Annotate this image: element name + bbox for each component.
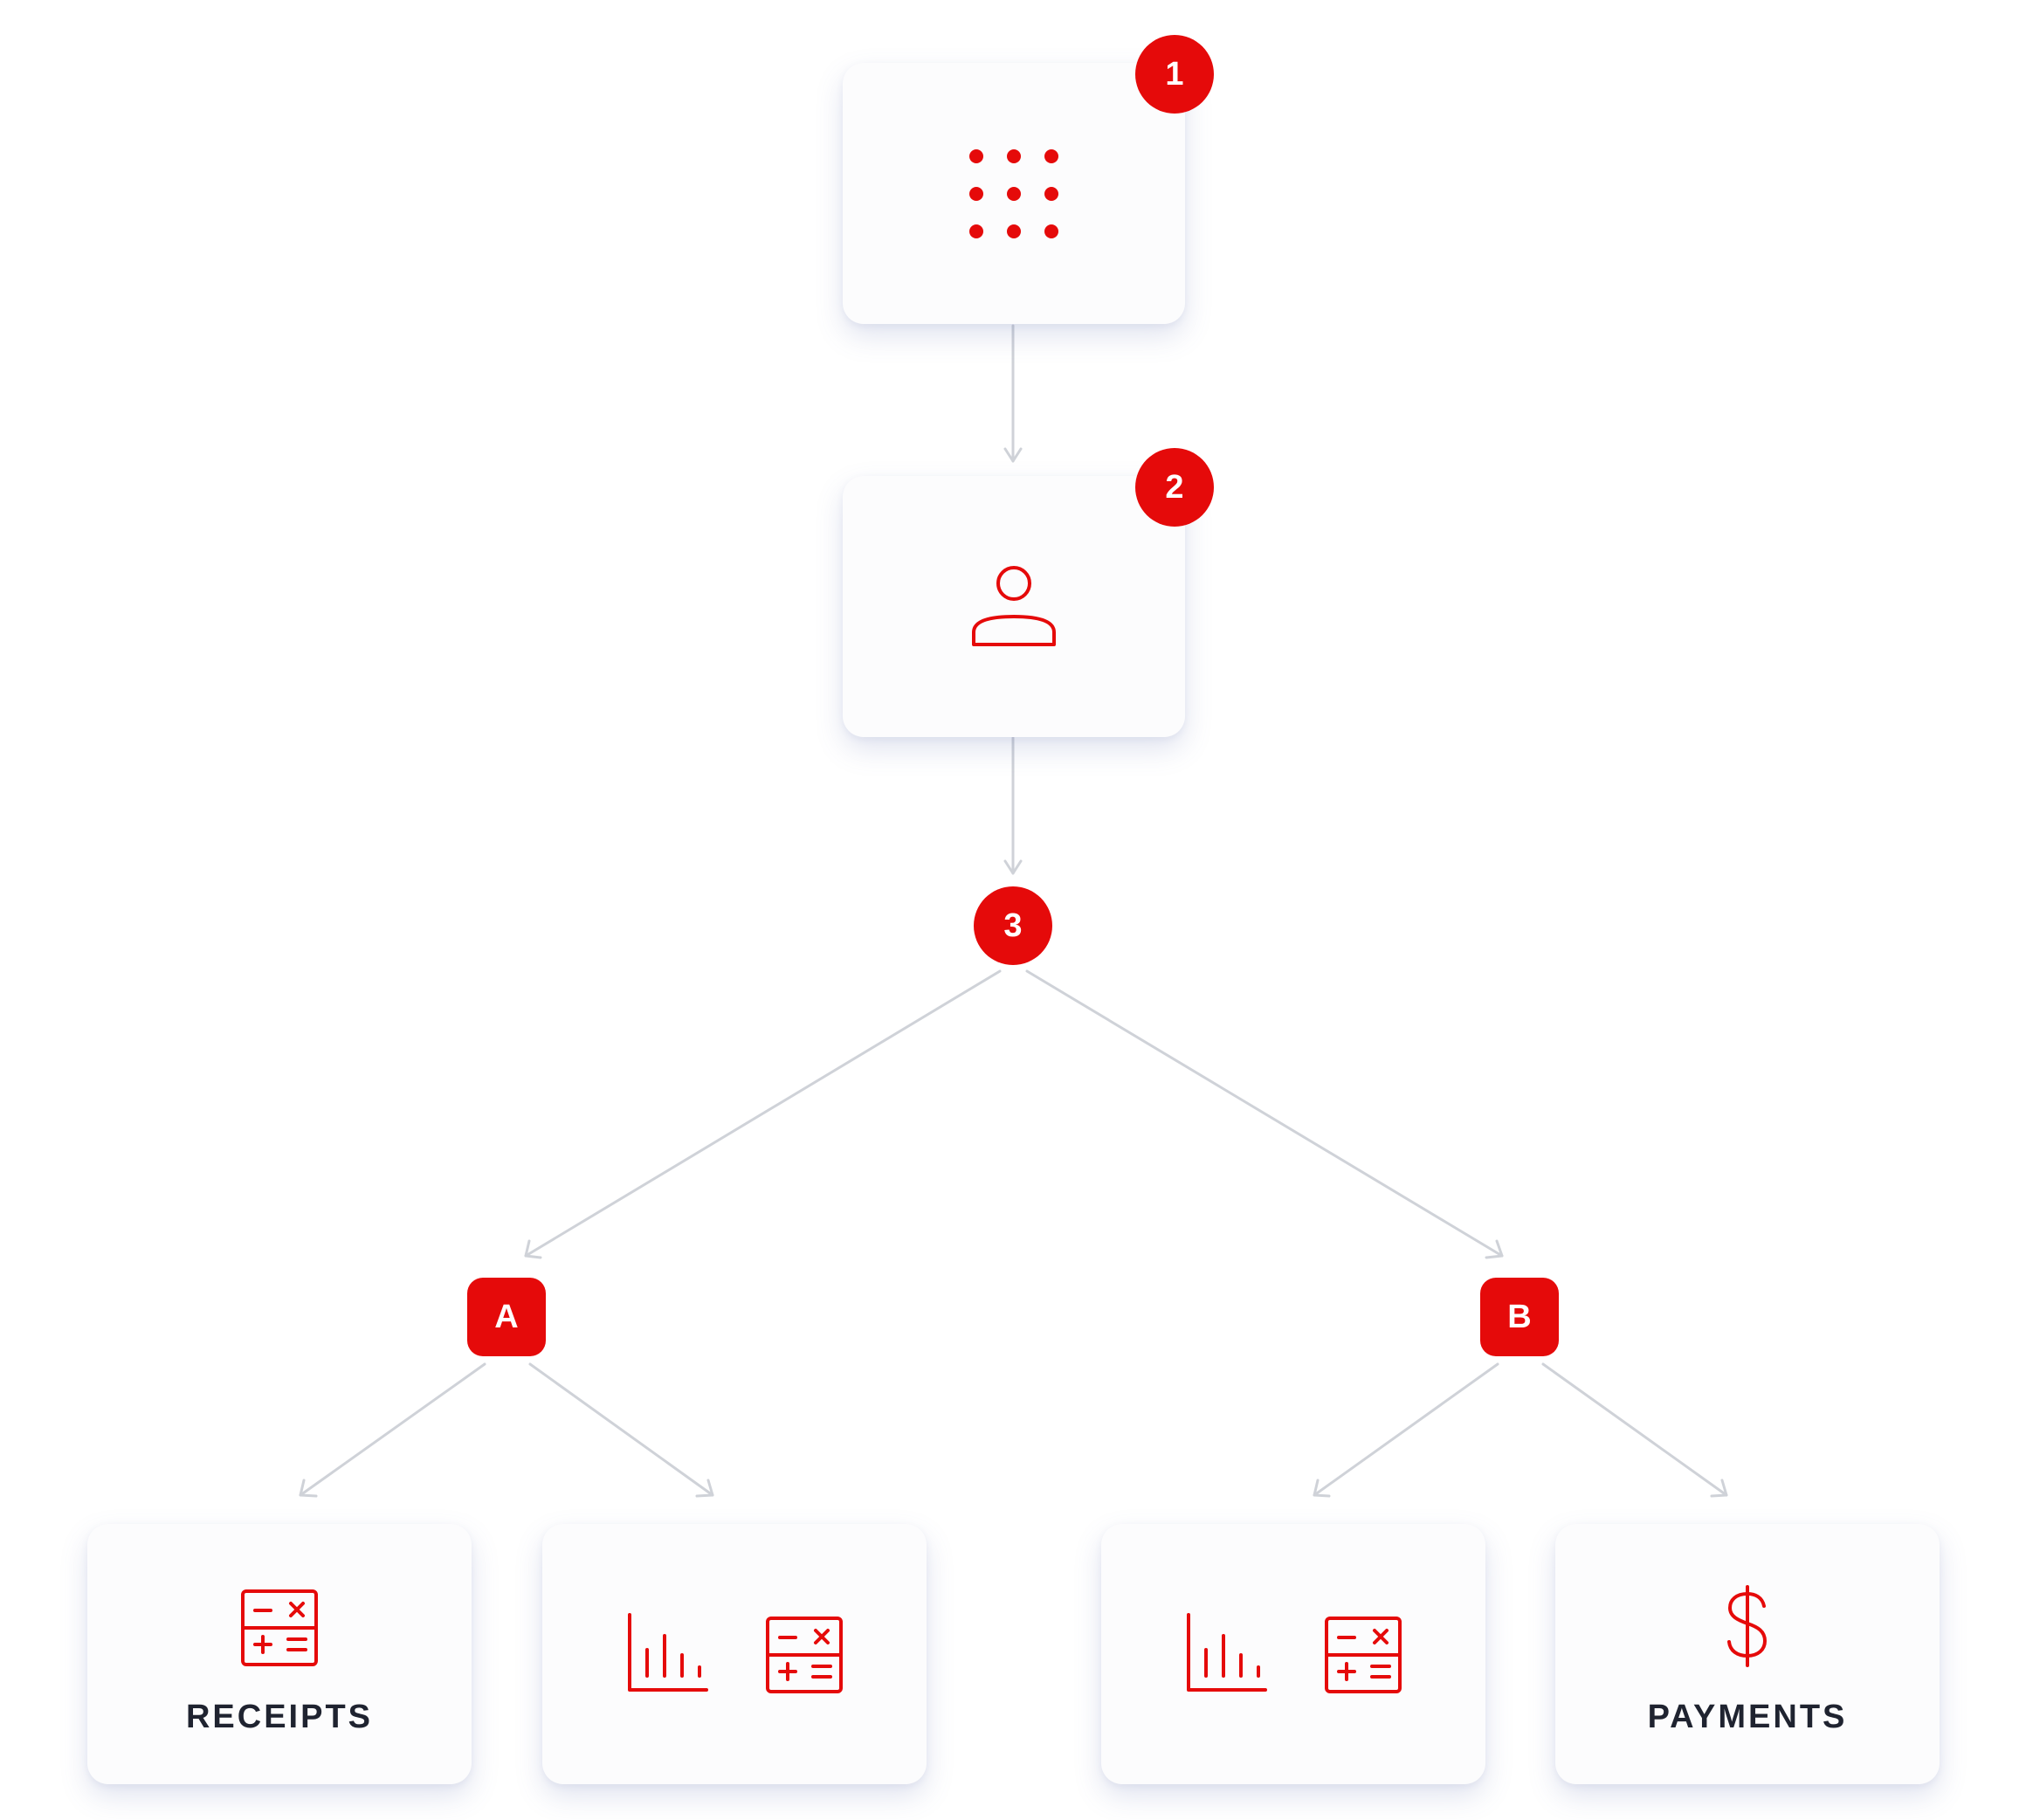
user-icon — [972, 566, 1056, 646]
calculator-icon — [766, 1617, 843, 1693]
branch-a-analytics-card — [542, 1524, 927, 1784]
branch-a-badge: A — [467, 1278, 546, 1356]
receipts-label: RECEIPTS — [185, 1699, 374, 1735]
receipts-card: RECEIPTS — [87, 1524, 472, 1784]
step-1-badge: 1 — [1135, 35, 1214, 114]
dollar-icon — [1727, 1585, 1767, 1667]
step-3-badge: 3 — [974, 886, 1052, 965]
step-2-card — [843, 476, 1185, 737]
bar-chart-icon — [1187, 1613, 1267, 1692]
payments-label: PAYMENTS — [1647, 1699, 1848, 1735]
step-2-badge: 2 — [1135, 448, 1214, 527]
grid-dots-icon — [969, 149, 1058, 238]
bar-chart-icon — [628, 1613, 708, 1692]
branch-b-analytics-card — [1101, 1524, 1485, 1784]
branch-b-badge: B — [1480, 1278, 1559, 1356]
calculator-icon — [1325, 1617, 1402, 1693]
step-1-card — [843, 63, 1185, 324]
calculator-icon — [241, 1589, 318, 1666]
payments-card: PAYMENTS — [1555, 1524, 1940, 1784]
